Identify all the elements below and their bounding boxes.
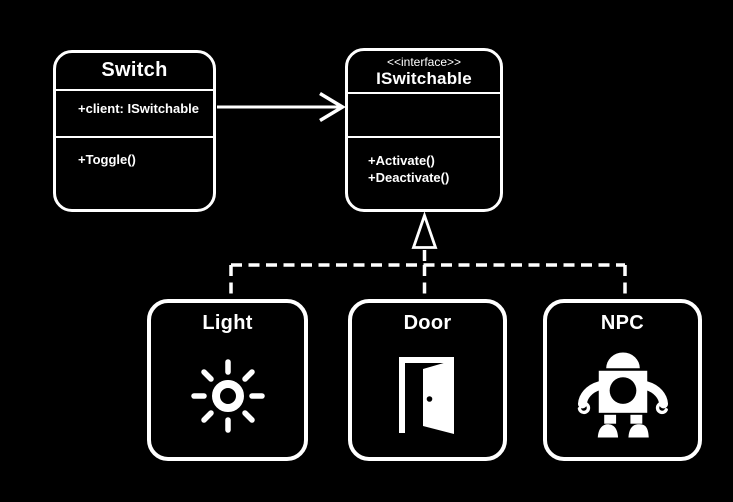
switch-class-method: +Toggle() — [78, 151, 136, 167]
iswitchable-attributes-empty — [348, 94, 500, 138]
npc-title: NPC — [600, 312, 645, 334]
impl-box-light: Light — [147, 299, 308, 461]
interface-name: ISwitchable — [376, 68, 472, 88]
iswitchable-methods: +Activate() +Deactivate() — [348, 138, 500, 186]
switch-class-attribute: +client: ISwitchable — [56, 91, 213, 138]
door-icon — [352, 335, 503, 457]
impl-box-door: Door — [348, 299, 507, 461]
robot-icon — [547, 335, 698, 457]
light-icon — [151, 335, 304, 457]
light-title: Light — [202, 312, 253, 334]
interface-stereotype: <<interface>> — [386, 54, 462, 69]
realization-triangle — [411, 211, 438, 249]
door-title: Door — [403, 312, 452, 334]
iswitchable-method-activate: +Activate() — [368, 152, 435, 168]
impl-box-npc: NPC — [543, 299, 702, 461]
association-arrow — [217, 91, 346, 123]
iswitchable-method-deactivate: +Deactivate() — [368, 169, 450, 185]
class-box-iswitchable: <<interface>> ISwitchable +Activate() +D… — [345, 48, 503, 212]
iswitchable-title-section: <<interface>> ISwitchable — [348, 51, 500, 94]
switch-class-title: Switch — [56, 53, 213, 91]
class-box-switch: Switch +client: ISwitchable +Toggle() — [53, 50, 216, 212]
realization-connector — [229, 211, 627, 299]
